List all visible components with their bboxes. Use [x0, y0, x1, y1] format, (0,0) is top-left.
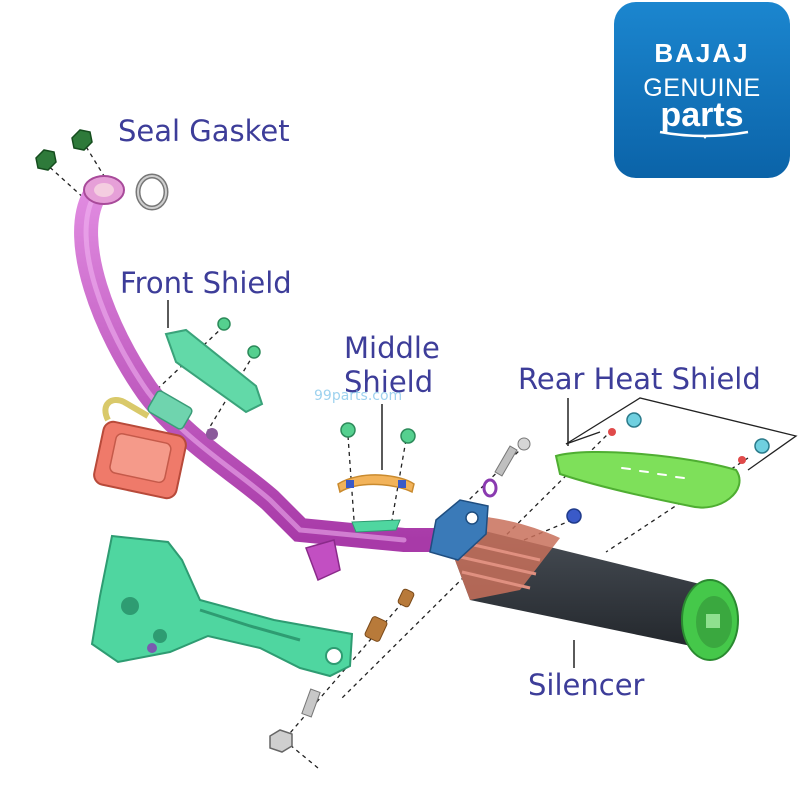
front-shield	[164, 328, 264, 414]
pipe-highlight	[83, 193, 407, 543]
middle-shield-clip-right	[398, 480, 406, 488]
label-front-shield: Front Shield	[120, 266, 292, 300]
catalytic-converter-box	[93, 397, 187, 500]
middle-shield-piece	[351, 519, 401, 533]
silencer-grommet	[566, 508, 582, 524]
logo-line2: GENUINE	[643, 74, 761, 102]
middle-shield-strip	[337, 474, 415, 494]
label-seal-gasket: Seal Gasket	[118, 114, 290, 148]
rear-shield-screws	[608, 412, 770, 464]
label-rear-heat-shield: Rear Heat Shield	[518, 362, 761, 396]
inlet-bracket-hole	[465, 511, 479, 525]
middle-shield-clip-left	[346, 480, 354, 488]
lower-bushings	[364, 588, 415, 642]
seal-gasket-ring	[135, 173, 169, 211]
watermark-text: 99parts.com	[314, 388, 403, 404]
bracket-holes	[121, 597, 343, 665]
logo-underline-icon	[659, 130, 749, 139]
rear-heat-shield-perforation	[621, 467, 685, 479]
bracket-rib	[199, 608, 301, 642]
label-silencer: Silencer	[528, 668, 645, 702]
clamp-bolt	[206, 428, 218, 440]
label-middle-shield: Middle Shield	[344, 331, 440, 399]
label-middle-shield-line2: Shield	[344, 365, 434, 399]
pipe-flange-opening	[94, 183, 114, 197]
rear-shield-bracket-lines	[565, 397, 798, 471]
logo-brand: BAJAJ	[654, 38, 750, 68]
bajaj-genuine-parts-logo: BAJAJ GENUINE parts	[614, 2, 790, 178]
flange-nut-left	[35, 149, 57, 171]
front-shield-screws	[217, 317, 261, 359]
pipe-clamp	[147, 390, 193, 430]
flange-nut-right	[71, 129, 93, 151]
middle-shield-screws	[340, 422, 416, 444]
pipe-mounting-tab	[305, 539, 341, 582]
rear-heat-shield	[554, 450, 741, 509]
lower-bolt-nut	[269, 688, 321, 753]
logo-line3: parts	[660, 96, 744, 134]
silencer-washer	[482, 478, 498, 498]
silencer-bolt	[494, 437, 531, 477]
label-middle-shield-line1: Middle	[344, 331, 440, 365]
silencer	[440, 516, 739, 661]
